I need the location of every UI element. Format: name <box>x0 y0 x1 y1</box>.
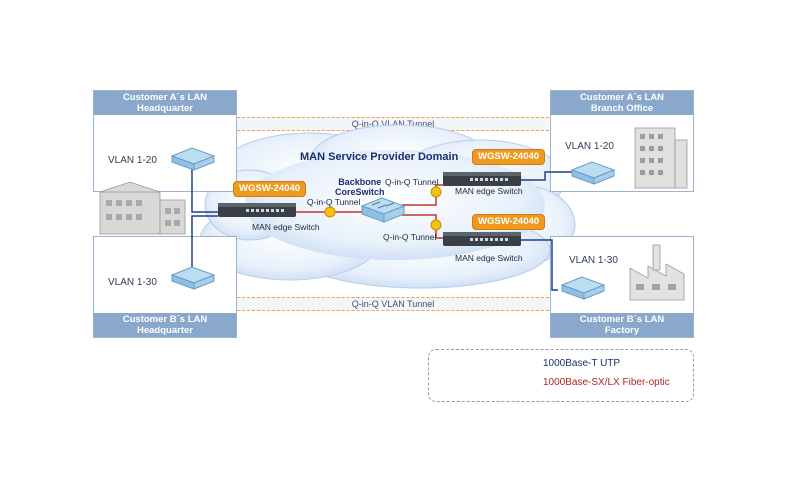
switch-b-hq <box>170 266 216 290</box>
panel-title: Customer B´s LAN Headquarter <box>94 313 236 337</box>
legend: 1000Base-T UTP 1000Base-SX/LX Fiber-opti… <box>428 349 694 402</box>
vlan-label: VLAN 1-30 <box>569 255 618 266</box>
vlan-label: VLAN 1-20 <box>108 155 157 166</box>
qinq-tunnel-label-bottom: Q-in-Q Tunnel <box>383 232 437 242</box>
vlan-label: VLAN 1-20 <box>565 141 614 152</box>
fiber-badge <box>430 186 442 198</box>
switch-b-factory <box>560 276 606 300</box>
panel-customer-b-factory: VLAN 1-30 Customer B´s LAN Factory <box>550 236 694 338</box>
panel-customer-b-hq: VLAN 1-30 Customer B´s LAN Headquarter <box>93 236 237 338</box>
domain-title: MAN Service Provider Domain <box>300 151 459 163</box>
device-tag-left: WGSW-24040 <box>233 181 307 197</box>
fiber-badge <box>324 206 336 218</box>
panel-title: Customer A´s LAN Headquarter <box>94 91 236 115</box>
utp-line-b-factory <box>520 239 558 291</box>
switch-a-branch <box>570 161 616 185</box>
edge-switch-left <box>218 203 296 217</box>
utp-line-b-hq <box>191 215 218 270</box>
hq-building-icon <box>99 181 186 235</box>
panel-customer-a-hq: Customer A´s LAN Headquarter VLAN 1-20 <box>93 90 237 192</box>
legend-fiber-text: 1000Base-SX/LX Fiber-optic <box>543 377 670 388</box>
branch-office-building-icon <box>634 127 688 189</box>
utp-line-a-hq <box>191 160 218 213</box>
device-tag-bottom-right: WGSW-24040 <box>472 214 546 230</box>
qinq-tunnel-label-top: Q-in-Q Tunnel <box>385 177 439 187</box>
edge-switch-label-top-right: MAN edge Switch <box>455 186 523 196</box>
panel-title: Customer B´s LAN Factory <box>551 313 693 337</box>
fiber-badges <box>324 186 442 231</box>
factory-building-icon <box>629 244 685 301</box>
edge-switch-top-right <box>443 172 521 186</box>
backbone-label: Backbone CoreSwitch <box>335 177 385 197</box>
vlan-label: VLAN 1-30 <box>108 277 157 288</box>
qinq-tunnel-label-left: Q-in-Q Tunnel <box>307 197 361 207</box>
qinq-vlan-tunnel-bottom: Q-in-Q VLAN Tunnel <box>237 297 549 311</box>
edge-switch-bottom-right <box>443 232 521 246</box>
core-switch <box>360 197 406 223</box>
fiber-badge <box>430 219 442 231</box>
edge-switch-label-bottom-right: MAN edge Switch <box>455 253 523 263</box>
edge-switch-label-left: MAN edge Switch <box>252 222 320 232</box>
device-tag-top-right: WGSW-24040 <box>472 149 546 165</box>
panel-title: Customer A´s LAN Branch Office <box>551 91 693 115</box>
fiber-line-core-top <box>402 184 448 206</box>
legend-utp-text: 1000Base-T UTP <box>543 358 621 369</box>
switch-a-hq <box>170 147 216 171</box>
